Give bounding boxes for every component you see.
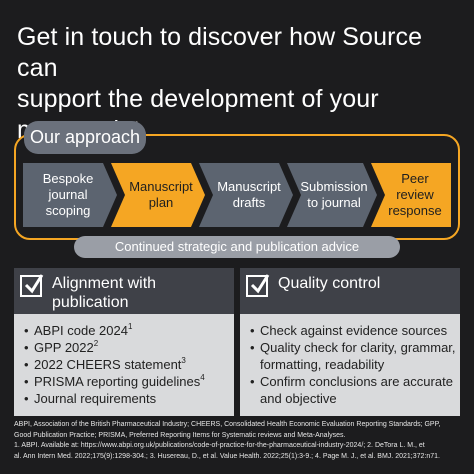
checkbox-icon (246, 274, 270, 297)
item-text: GPP 2022 (34, 340, 94, 355)
step-3-line-2: drafts (232, 195, 266, 210)
step-1-line-3: scoping (45, 203, 91, 218)
footnote-line-4: al. Ann Intern Med. 2022;175(9):1298-304… (14, 452, 440, 460)
alignment-title-line-1: Alignment with publication (52, 275, 157, 311)
step-4-label: Submission to journal (296, 163, 372, 227)
step-2-line-2: plan (148, 195, 174, 210)
step-chevron-3 (199, 163, 293, 227)
headline: Get in touch to discover how Source can … (17, 22, 462, 146)
list-item: GPP 20222 (24, 339, 205, 356)
item-text: ABPI code 2024 (34, 323, 128, 338)
step-chevron-4 (287, 163, 377, 227)
step-chevron-2 (111, 163, 205, 227)
item-ref: 2 (93, 339, 99, 348)
item-text: PRISMA reporting guidelines (34, 374, 201, 389)
checkbox-icon (20, 274, 44, 297)
item-ref: 1 (127, 322, 133, 331)
alignment-list: ABPI code 20241 GPP 20222 2022 CHEERS st… (24, 322, 205, 407)
step-3-label: Manuscript drafts (210, 163, 288, 227)
list-item: 2022 CHEERS statement3 (24, 356, 205, 373)
item-text: Journal requirements (34, 391, 157, 406)
list-item: Check against evidence sources (250, 322, 456, 339)
step-5-line-3: response (388, 203, 442, 218)
step-5-line-2: review (396, 187, 434, 202)
list-item: Confirm conclusions are accurate (250, 373, 456, 390)
headline-line-1: Get in touch to discover how Source can (17, 23, 423, 82)
list-item-continued: formatting, readability (260, 357, 385, 372)
step-chevron-1 (23, 163, 117, 227)
item-text: 2022 CHEERS statement (34, 357, 182, 372)
footnote-line-3: 1. ABPI. Available at: https://www.abpi.… (14, 442, 425, 449)
footnote: ABPI, Association of the British Pharmac… (14, 420, 464, 462)
headline-line-2: support the development of your (17, 85, 379, 113)
alignment-panel-header: Alignment with publication guidelines (14, 268, 234, 330)
quality-panel-body: Check against evidence sources Quality c… (240, 314, 460, 416)
list-item: Quality check for clarity, grammar, (250, 339, 456, 356)
approach-badge: Our approach (24, 121, 146, 154)
step-chevron-5 (371, 163, 451, 227)
item-ref: 3 (181, 356, 186, 365)
step-4-line-2: to journal (307, 195, 361, 210)
step-3-line-1: Manuscript (217, 179, 281, 194)
step-4-line-1: Submission (300, 179, 368, 194)
footnote-line-1: ABPI, Association of the British Pharmac… (14, 421, 441, 428)
step-1-line-1: Bespoke (42, 171, 94, 186)
step-1-line-2: journal (48, 187, 88, 202)
list-item: ABPI code 20241 (24, 322, 205, 339)
step-2-label: Manuscript plan (122, 163, 200, 227)
step-1-label: Bespoke journal scoping (26, 163, 110, 227)
step-2-line-1: Manuscript (129, 179, 193, 194)
advice-bar: Continued strategic and publication advi… (74, 236, 400, 258)
step-5-label: Peer review response (380, 163, 450, 227)
alignment-panel-body: ABPI code 20241 GPP 20222 2022 CHEERS st… (14, 314, 234, 416)
footnote-line-2: Good Publication Practice; PRISMA, Prefe… (14, 431, 346, 439)
list-item: PRISMA reporting guidelines4 (24, 373, 205, 390)
item-ref: 4 (200, 373, 205, 382)
step-5-line-1: Peer (401, 171, 429, 186)
list-item: Journal requirements (24, 390, 205, 407)
quality-list: Check against evidence sources Quality c… (250, 322, 456, 407)
quality-title: Quality control (278, 275, 381, 292)
quality-panel-header: Quality control (240, 268, 460, 314)
list-item-continued: and objective (260, 391, 337, 406)
